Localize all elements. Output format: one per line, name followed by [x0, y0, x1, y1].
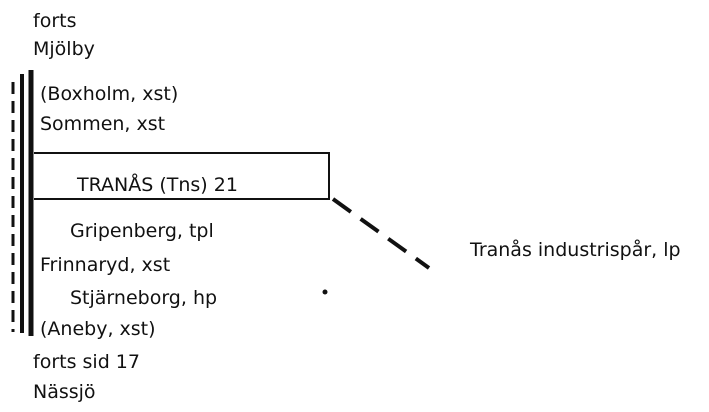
continued-label: forts [33, 10, 77, 32]
dot-marker [322, 289, 328, 295]
station-boxholm: (Boxholm, xst) [40, 83, 179, 105]
station-gripenberg: Gripenberg, tpl [70, 220, 214, 242]
station-aneby: (Aneby, xst) [40, 318, 156, 340]
branch-label: Tranås industrispår, lp [470, 239, 681, 261]
branch-line [331, 197, 431, 270]
destination-station: Nässjö [33, 381, 96, 403]
continued-page-label: forts sid 17 [33, 351, 140, 373]
origin-station: Mjölby [33, 38, 95, 60]
station-stjarneborg: Stjärneborg, hp [70, 287, 218, 309]
station-sommen: Sommen, xst [40, 113, 166, 135]
main-station-box [34, 152, 330, 200]
main-station-label: TRANÅS (Tns) 21 [77, 174, 238, 196]
station-frinnaryd: Frinnaryd, xst [40, 254, 171, 276]
